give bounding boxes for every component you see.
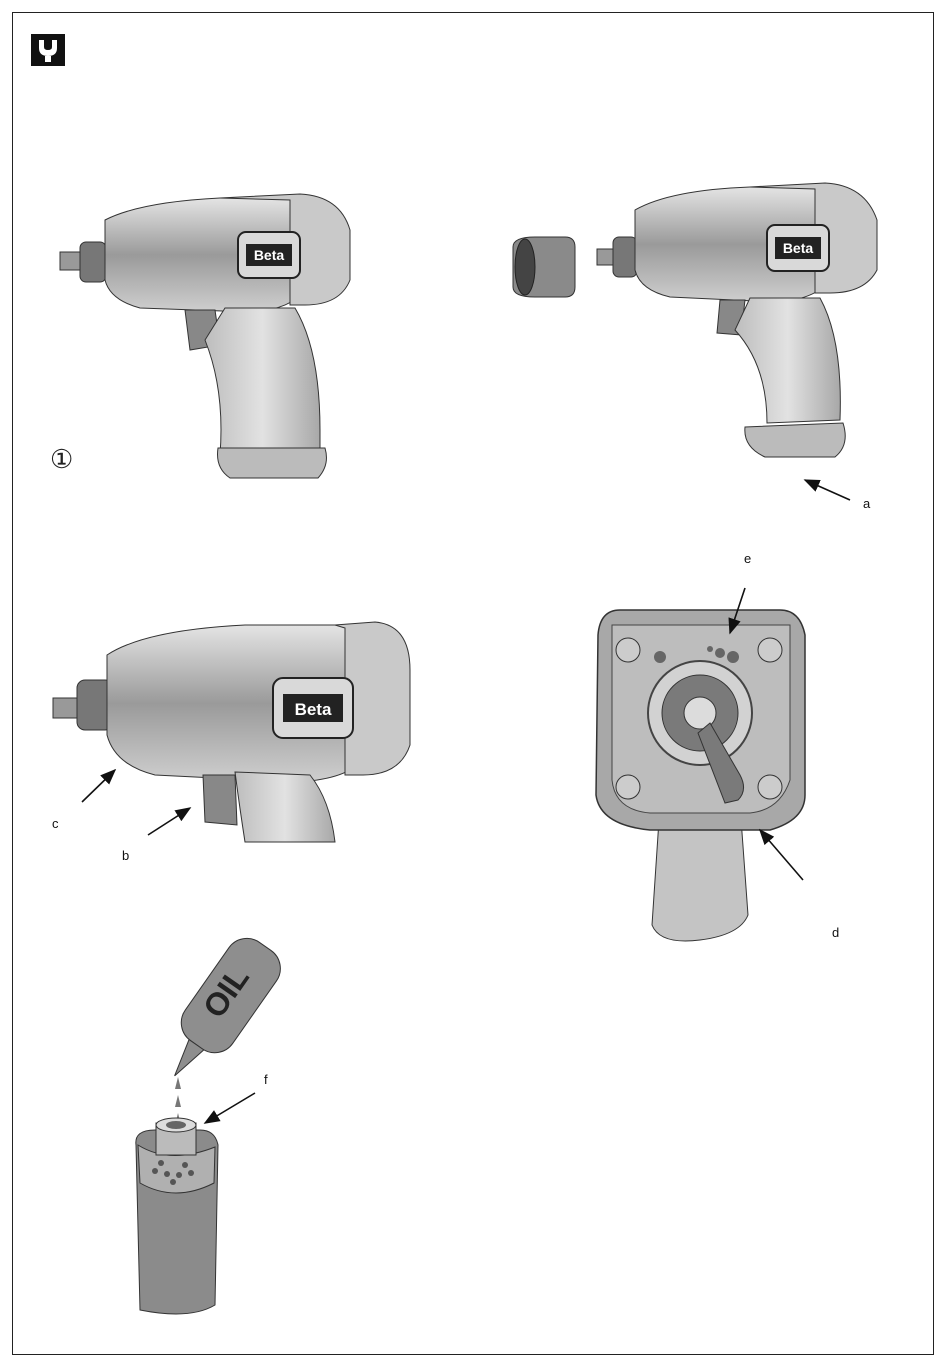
callout-label-d: d	[832, 925, 839, 940]
callout-label-c: c	[52, 816, 59, 831]
callout-label-b: b	[122, 848, 129, 863]
callout-label-f: f	[264, 1072, 268, 1087]
callout-label-a: a	[863, 496, 870, 511]
callout-label-e: e	[744, 551, 751, 566]
